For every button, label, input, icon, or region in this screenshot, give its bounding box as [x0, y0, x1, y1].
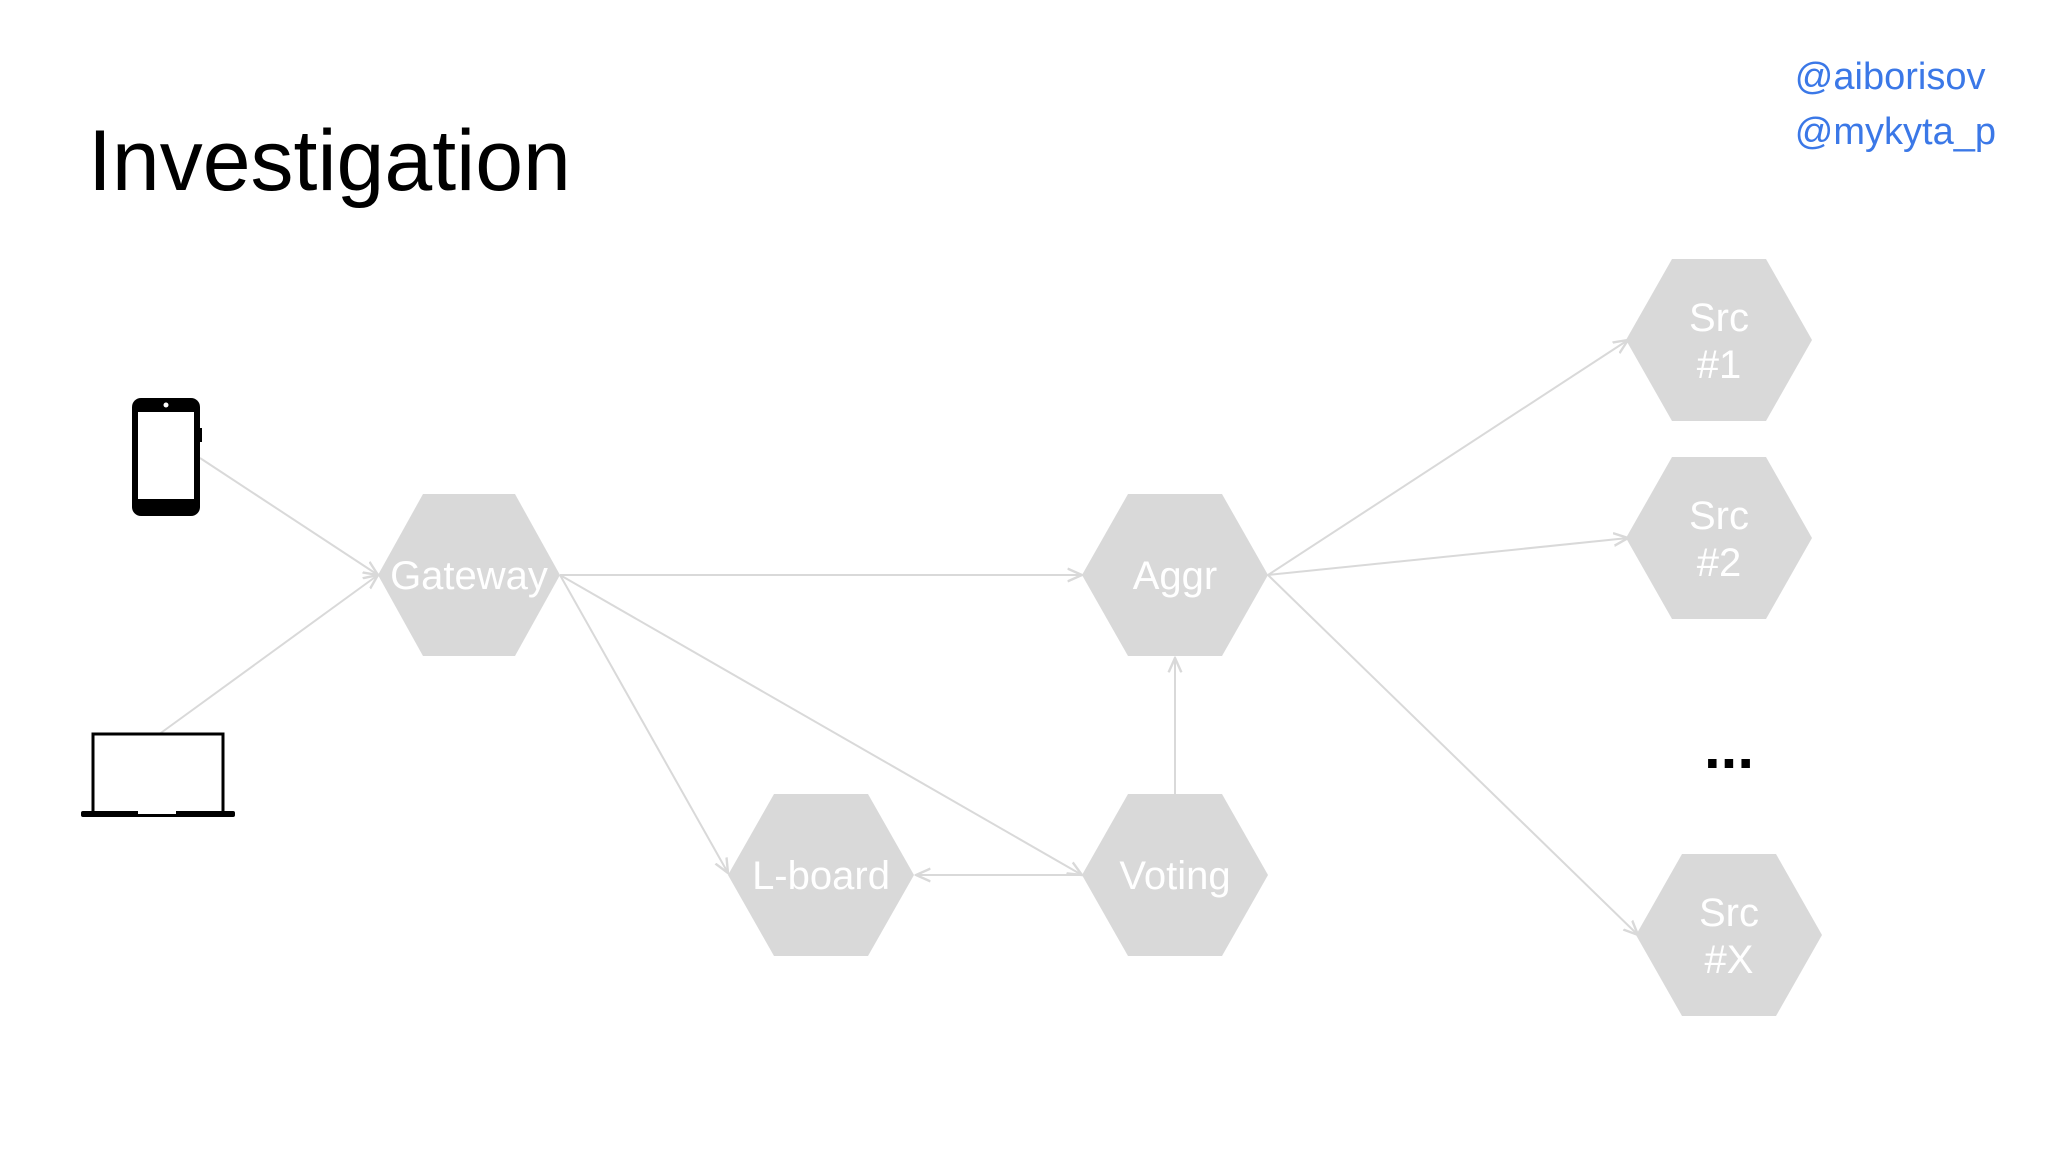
node-voting-label: Voting [1119, 854, 1230, 898]
node-gateway-label: Gateway [390, 554, 548, 598]
node-srcx: Src #X [1636, 854, 1822, 1016]
author-handle-1[interactable]: @aiborisov [1794, 56, 1986, 98]
node-src1-label-line2: #1 [1697, 343, 1742, 387]
edge-aggr-srcx [1267, 574, 1638, 935]
node-src2: Src #2 [1626, 457, 1812, 619]
node-voting: Voting [1082, 794, 1268, 956]
edge-aggr-src2 [1267, 538, 1628, 576]
edge-phone-gateway [199, 457, 378, 575]
node-lboard-label: L-board [752, 854, 890, 898]
edges [157, 340, 1638, 935]
edge-gateway-voting [559, 574, 1082, 875]
node-src2-label-line1: Src [1689, 494, 1749, 538]
node-src1-label-line1: Src [1689, 296, 1749, 340]
node-srcx-label-line2: #X [1705, 938, 1754, 982]
slide-title: Investigation [88, 113, 571, 209]
node-src2-label-line2: #2 [1697, 541, 1742, 585]
author-handles: @aiborisov @mykyta_p [1795, 50, 1996, 160]
node-aggr-label: Aggr [1133, 554, 1218, 598]
laptop-icon [81, 732, 235, 817]
node-aggr: Aggr [1082, 494, 1268, 656]
node-srcx-label-line1: Src [1699, 891, 1759, 935]
edge-aggr-src1 [1267, 340, 1628, 576]
node-gateway: Gateway [378, 494, 560, 656]
edge-gateway-lboard [559, 574, 728, 873]
author-handle-2[interactable]: @mykyta_p [1794, 111, 1996, 153]
smartphone-icon [132, 398, 202, 516]
more-sources-ellipsis: ... [1704, 714, 1754, 781]
node-src1: Src #1 [1626, 259, 1812, 421]
edge-laptop-gateway [157, 575, 378, 736]
node-lboard: L-board [728, 794, 914, 956]
